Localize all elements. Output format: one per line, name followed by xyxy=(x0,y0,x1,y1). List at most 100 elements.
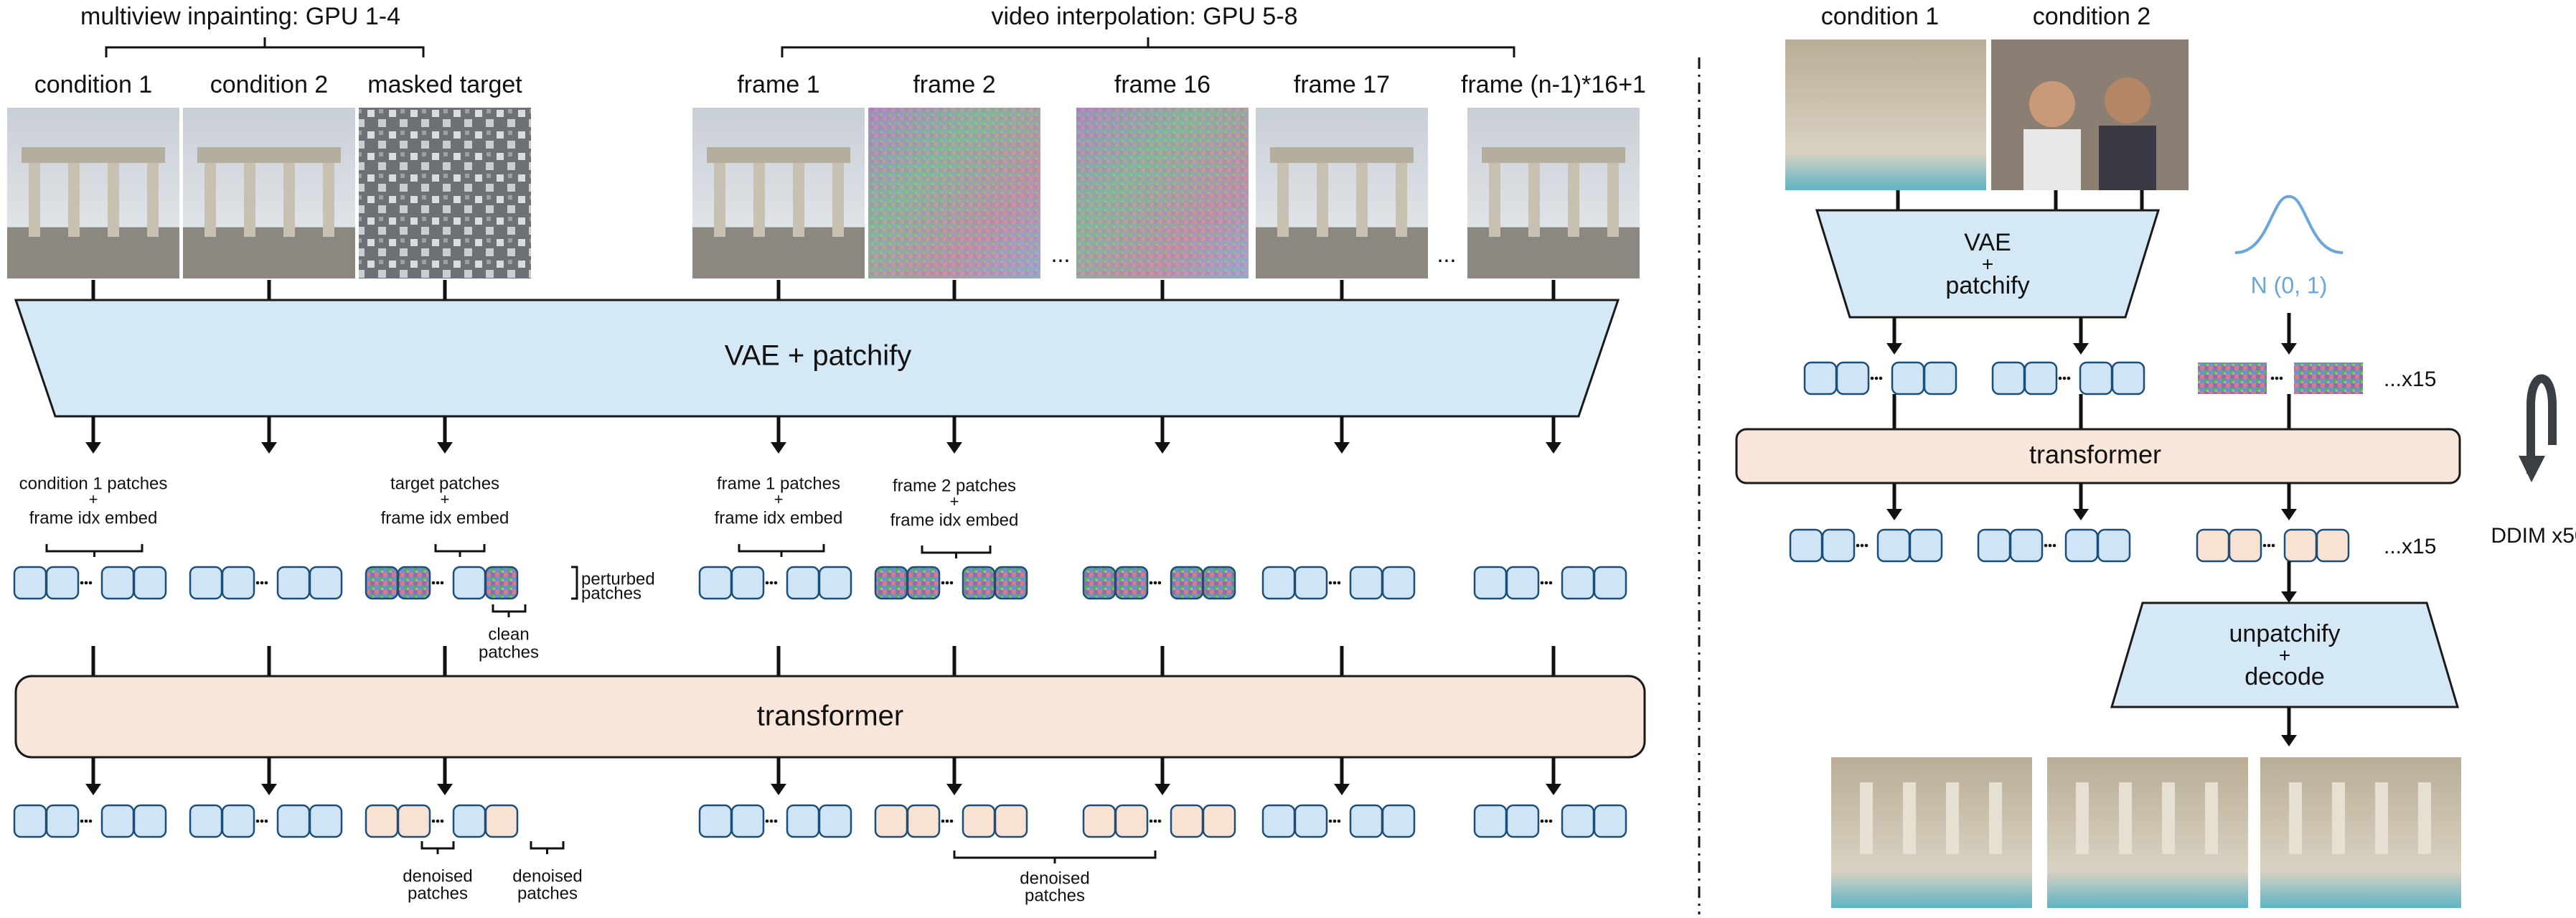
label-bracket xyxy=(45,544,144,557)
token xyxy=(730,804,765,838)
image-column xyxy=(2289,782,2302,854)
token xyxy=(1505,804,1540,838)
token-ellipsis xyxy=(2058,376,2071,380)
token xyxy=(698,566,733,600)
input-image-0 xyxy=(7,108,179,278)
noise-label: N (0, 1) xyxy=(2251,272,2328,298)
transformer-to-output-arrow-head xyxy=(261,784,277,795)
denoised-label: denoised xyxy=(512,866,582,886)
token xyxy=(1202,566,1236,600)
token-label-plus: + xyxy=(774,490,784,508)
vae-patchify-label: VAE + patchify xyxy=(725,340,912,372)
output-image-1 xyxy=(1831,757,2032,908)
token xyxy=(818,804,852,838)
token xyxy=(133,804,167,838)
ellipsis-dot xyxy=(1874,376,1879,380)
token-ellipsis xyxy=(765,819,778,823)
token xyxy=(2111,361,2145,395)
image-column xyxy=(2418,782,2431,854)
ellipsis-dot xyxy=(945,819,949,823)
denoised-patches-label: patches xyxy=(517,884,578,903)
token xyxy=(189,566,223,600)
input-image-3 xyxy=(692,108,865,278)
image-column xyxy=(2119,782,2132,854)
token xyxy=(276,566,311,600)
token xyxy=(221,804,255,838)
group-bracket-video xyxy=(781,46,1515,57)
ellipsis-dot xyxy=(260,581,264,585)
token xyxy=(906,566,941,600)
image-pillar xyxy=(793,158,804,237)
ellipsis-dot xyxy=(1157,581,1162,585)
ellipsis-dot xyxy=(1864,543,1868,548)
token xyxy=(452,804,486,838)
input-image-6 xyxy=(1256,108,1428,278)
label-bracket xyxy=(738,544,825,557)
token-ellipsis xyxy=(255,581,268,585)
column-title: masked target xyxy=(367,71,522,98)
noise-to-tokens-arrow-head xyxy=(2281,343,2297,355)
token xyxy=(1821,528,1856,563)
ellipsis-dot xyxy=(1544,581,1548,585)
token xyxy=(994,566,1028,600)
token-ellipsis xyxy=(1540,819,1553,823)
image-shirt xyxy=(2023,129,2081,190)
ellipsis-dot xyxy=(949,581,954,585)
token xyxy=(2023,361,2058,395)
token xyxy=(1294,804,1328,838)
ellipsis-dot xyxy=(1332,819,1337,823)
token xyxy=(100,804,135,838)
right-vae-to-tokens-arrow-head xyxy=(2073,343,2089,355)
token xyxy=(1803,361,1838,395)
transformer-label: transformer xyxy=(757,701,904,732)
token xyxy=(994,804,1028,838)
ellipsis-dot xyxy=(436,819,440,823)
image-pillar xyxy=(753,158,765,237)
transformer-to-output-arrow-head xyxy=(946,784,962,795)
token xyxy=(1923,361,1957,395)
token xyxy=(365,566,399,600)
token xyxy=(1835,361,1870,395)
noise-token xyxy=(2198,362,2267,394)
token xyxy=(1082,566,1117,600)
token-label-embed: frame idx embed xyxy=(715,508,843,528)
frame-ellipsis: ... xyxy=(1437,241,1457,267)
ellipsis-dot xyxy=(1332,581,1337,585)
image-column xyxy=(2162,782,2175,854)
ellipsis-dot xyxy=(2058,376,2062,380)
unpatchify-decode-block xyxy=(2110,601,2460,708)
column-title: frame 2 xyxy=(913,71,995,98)
perturbed-bracket xyxy=(571,566,578,600)
token xyxy=(786,566,820,600)
token xyxy=(276,804,311,838)
token xyxy=(1349,566,1383,600)
decode-to-outputs-arrow-head xyxy=(2281,735,2297,746)
token xyxy=(1789,528,1823,563)
image-column xyxy=(1989,782,2002,854)
gaussian-curve-icon xyxy=(2234,195,2344,254)
token-label-embed: frame idx embed xyxy=(381,508,509,528)
image-pillar xyxy=(832,158,844,237)
unpatchify-label: unpatchify xyxy=(2229,620,2341,647)
token xyxy=(189,804,223,838)
token xyxy=(818,566,852,600)
token xyxy=(1473,566,1508,600)
ellipsis-dot xyxy=(2279,376,2283,380)
token xyxy=(365,804,399,838)
vae-to-tokens-arrow-head xyxy=(437,442,453,454)
token-label-plus: + xyxy=(89,490,98,508)
right-vae-label: VAE xyxy=(1964,229,2011,256)
image-pillar xyxy=(1277,158,1289,237)
token xyxy=(874,566,908,600)
token-ellipsis xyxy=(2270,376,2283,380)
right-condition1-image xyxy=(1785,39,1986,190)
denoised-label: denoised xyxy=(1020,868,1089,888)
token xyxy=(1876,528,1911,563)
token xyxy=(962,566,996,600)
image-pillar xyxy=(205,158,216,237)
image-column xyxy=(2076,782,2089,854)
vae-to-tokens-arrow-head xyxy=(1546,442,1561,454)
ellipsis-dot xyxy=(431,581,436,585)
token xyxy=(1294,566,1328,600)
